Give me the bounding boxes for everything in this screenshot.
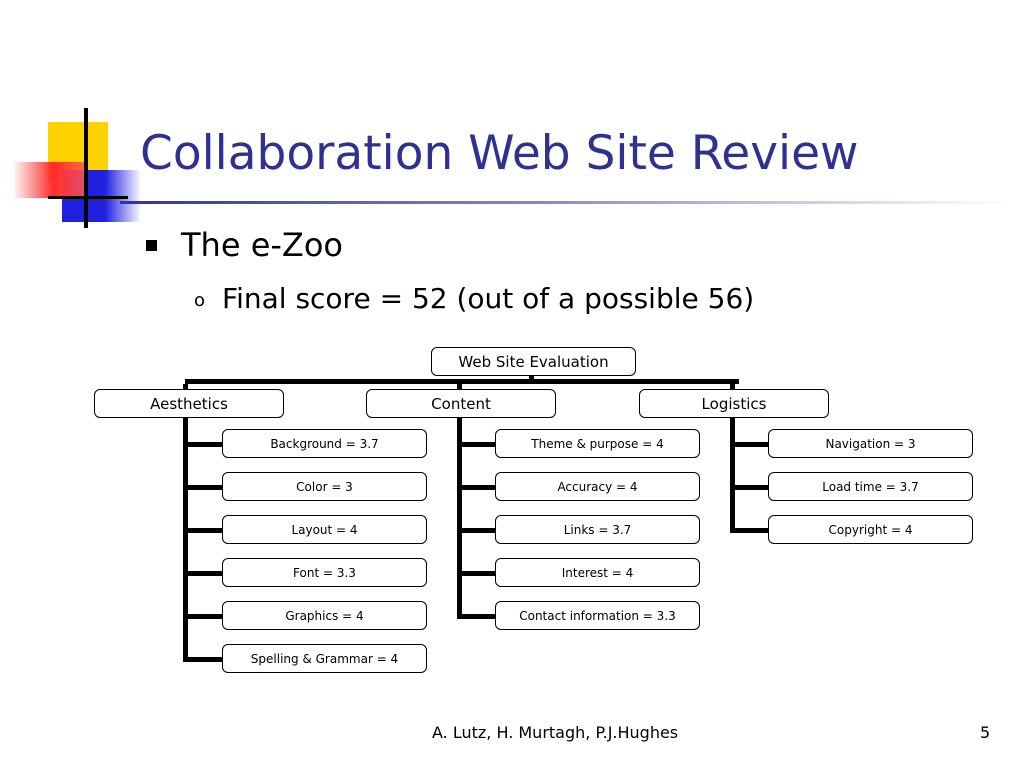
criterion-node: Background = 3.7 xyxy=(222,429,427,458)
circle-bullet-icon: o xyxy=(194,289,206,311)
bullet-text: The e-Zoo xyxy=(181,226,343,264)
criterion-node: Color = 3 xyxy=(222,472,427,501)
page-number: 5 xyxy=(980,723,991,742)
bullet-text: Final score = 52 (out of a possible 56) xyxy=(222,281,755,315)
connector-line xyxy=(183,527,222,533)
connector-line xyxy=(457,570,495,576)
category-node-aesthetics: Aesthetics xyxy=(94,389,284,418)
connector-line xyxy=(457,613,495,619)
connector-line xyxy=(457,484,495,490)
criterion-node: Load time = 3.7 xyxy=(768,472,973,501)
connector-line xyxy=(185,379,739,384)
footer-authors: A. Lutz, H. Murtagh, P.J.Hughes xyxy=(432,723,679,742)
connector-line xyxy=(730,441,768,447)
decorative-vertical-line xyxy=(84,108,88,228)
criterion-node: Layout = 4 xyxy=(222,515,427,544)
criterion-node: Interest = 4 xyxy=(495,558,700,587)
bullet-level-1: The e-Zoo xyxy=(146,225,343,265)
decorative-red-bar xyxy=(14,162,86,198)
root-node: Web Site Evaluation xyxy=(431,347,636,376)
criterion-node: Links = 3.7 xyxy=(495,515,700,544)
criterion-node: Contact information = 3.3 xyxy=(495,601,700,630)
connector-line xyxy=(457,384,462,618)
connector-line xyxy=(457,441,495,447)
connector-line xyxy=(529,376,534,384)
connector-line xyxy=(730,484,768,490)
page-title: Collaboration Web Site Review xyxy=(140,126,859,181)
connector-line xyxy=(183,613,222,619)
connector-line xyxy=(183,484,222,490)
connector-line xyxy=(183,570,222,576)
connector-line xyxy=(730,384,735,532)
title-underline xyxy=(120,201,1010,204)
connector-line xyxy=(183,384,188,661)
criterion-node: Font = 3.3 xyxy=(222,558,427,587)
criterion-node: Theme & purpose = 4 xyxy=(495,429,700,458)
criterion-node: Graphics = 4 xyxy=(222,601,427,630)
decorative-horizontal-line xyxy=(48,196,128,199)
category-node-logistics: Logistics xyxy=(639,389,829,418)
criterion-node: Spelling & Grammar = 4 xyxy=(222,644,427,673)
connector-line xyxy=(183,441,222,447)
criterion-node: Accuracy = 4 xyxy=(495,472,700,501)
connector-line xyxy=(730,527,768,533)
criterion-node: Copyright = 4 xyxy=(768,515,973,544)
square-bullet-icon xyxy=(146,239,157,251)
bullet-level-2: o Final score = 52 (out of a possible 56… xyxy=(194,280,754,316)
category-node-content: Content xyxy=(366,389,556,418)
connector-line xyxy=(457,527,495,533)
connector-line xyxy=(183,656,222,662)
criterion-node: Navigation = 3 xyxy=(768,429,973,458)
